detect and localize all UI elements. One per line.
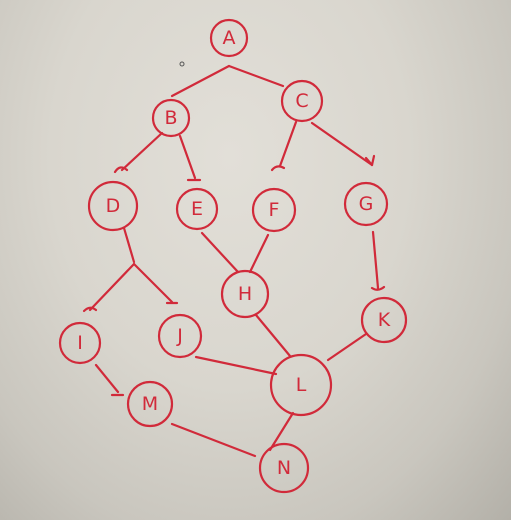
- node-m: M: [126, 380, 174, 428]
- edge-a-b: [170, 64, 231, 98]
- edges-layer: [82, 64, 386, 458]
- node-f-label: F: [269, 199, 280, 221]
- node-m-circle: [126, 380, 174, 428]
- nodes-layer: A B C D E F G: [58, 18, 408, 494]
- node-d: D: [87, 180, 139, 232]
- node-b: B: [151, 98, 191, 138]
- edge-f-h: [248, 233, 270, 274]
- node-e: E: [175, 187, 219, 231]
- edge-d-j: [132, 262, 174, 304]
- node-i-circle: [58, 321, 102, 365]
- node-i: I: [58, 321, 102, 365]
- edge-b-d: [120, 131, 164, 172]
- stray-mark: [179, 61, 185, 67]
- node-h-circle: [220, 269, 270, 319]
- node-i-label: I: [77, 332, 83, 354]
- node-h: H: [220, 269, 270, 319]
- node-j: J: [157, 313, 203, 359]
- edge-c-g: [310, 121, 374, 167]
- edge-c-f: [278, 120, 298, 168]
- edge-a-c: [227, 64, 285, 88]
- node-c-circle: [280, 79, 324, 123]
- node-g-circle: [343, 181, 389, 227]
- arrowhead-b-d: [113, 166, 129, 174]
- edge-d-trunk: [122, 226, 136, 264]
- node-a-label: A: [223, 27, 236, 49]
- edge-d-i: [88, 262, 136, 312]
- edge-l-n: [268, 411, 295, 452]
- node-d-circle: [87, 180, 139, 232]
- arrowhead-g-k: [370, 285, 386, 291]
- node-h-label: H: [238, 283, 252, 305]
- edge-i-m: [94, 363, 120, 394]
- arrowhead-c-f: [270, 165, 286, 172]
- node-j-circle: [157, 313, 203, 359]
- node-n-label: N: [277, 457, 291, 479]
- node-f: F: [251, 187, 297, 233]
- node-n-circle: [258, 442, 310, 494]
- arrowhead-d-i: [82, 306, 98, 313]
- edge-g-k: [371, 230, 380, 290]
- edge-k-l: [326, 332, 368, 362]
- node-j-label: J: [176, 325, 183, 347]
- node-n: N: [258, 442, 310, 494]
- node-k-circle: [360, 296, 408, 344]
- edge-b-e: [178, 134, 197, 180]
- node-g-label: G: [359, 193, 374, 215]
- node-b-circle: [151, 98, 191, 138]
- node-l-label: L: [296, 374, 307, 396]
- node-d-label: D: [106, 195, 121, 217]
- node-f-circle: [251, 187, 297, 233]
- node-c-label: C: [295, 90, 308, 112]
- node-k: K: [360, 296, 408, 344]
- edge-j-l: [194, 355, 278, 376]
- arrowhead-c-g: [364, 154, 376, 167]
- node-a: A: [209, 18, 249, 58]
- node-m-label: M: [142, 393, 158, 415]
- node-l-circle: [269, 353, 333, 417]
- node-l: L: [269, 353, 333, 417]
- node-b-label: B: [164, 107, 177, 129]
- edge-m-n: [170, 422, 257, 458]
- edge-e-h: [200, 231, 240, 274]
- node-a-circle: [209, 18, 249, 58]
- node-e-circle: [175, 187, 219, 231]
- node-e-label: E: [191, 198, 203, 220]
- node-g: G: [343, 181, 389, 227]
- node-c: C: [280, 79, 324, 123]
- edge-h-l: [254, 313, 292, 358]
- node-k-label: K: [378, 309, 391, 331]
